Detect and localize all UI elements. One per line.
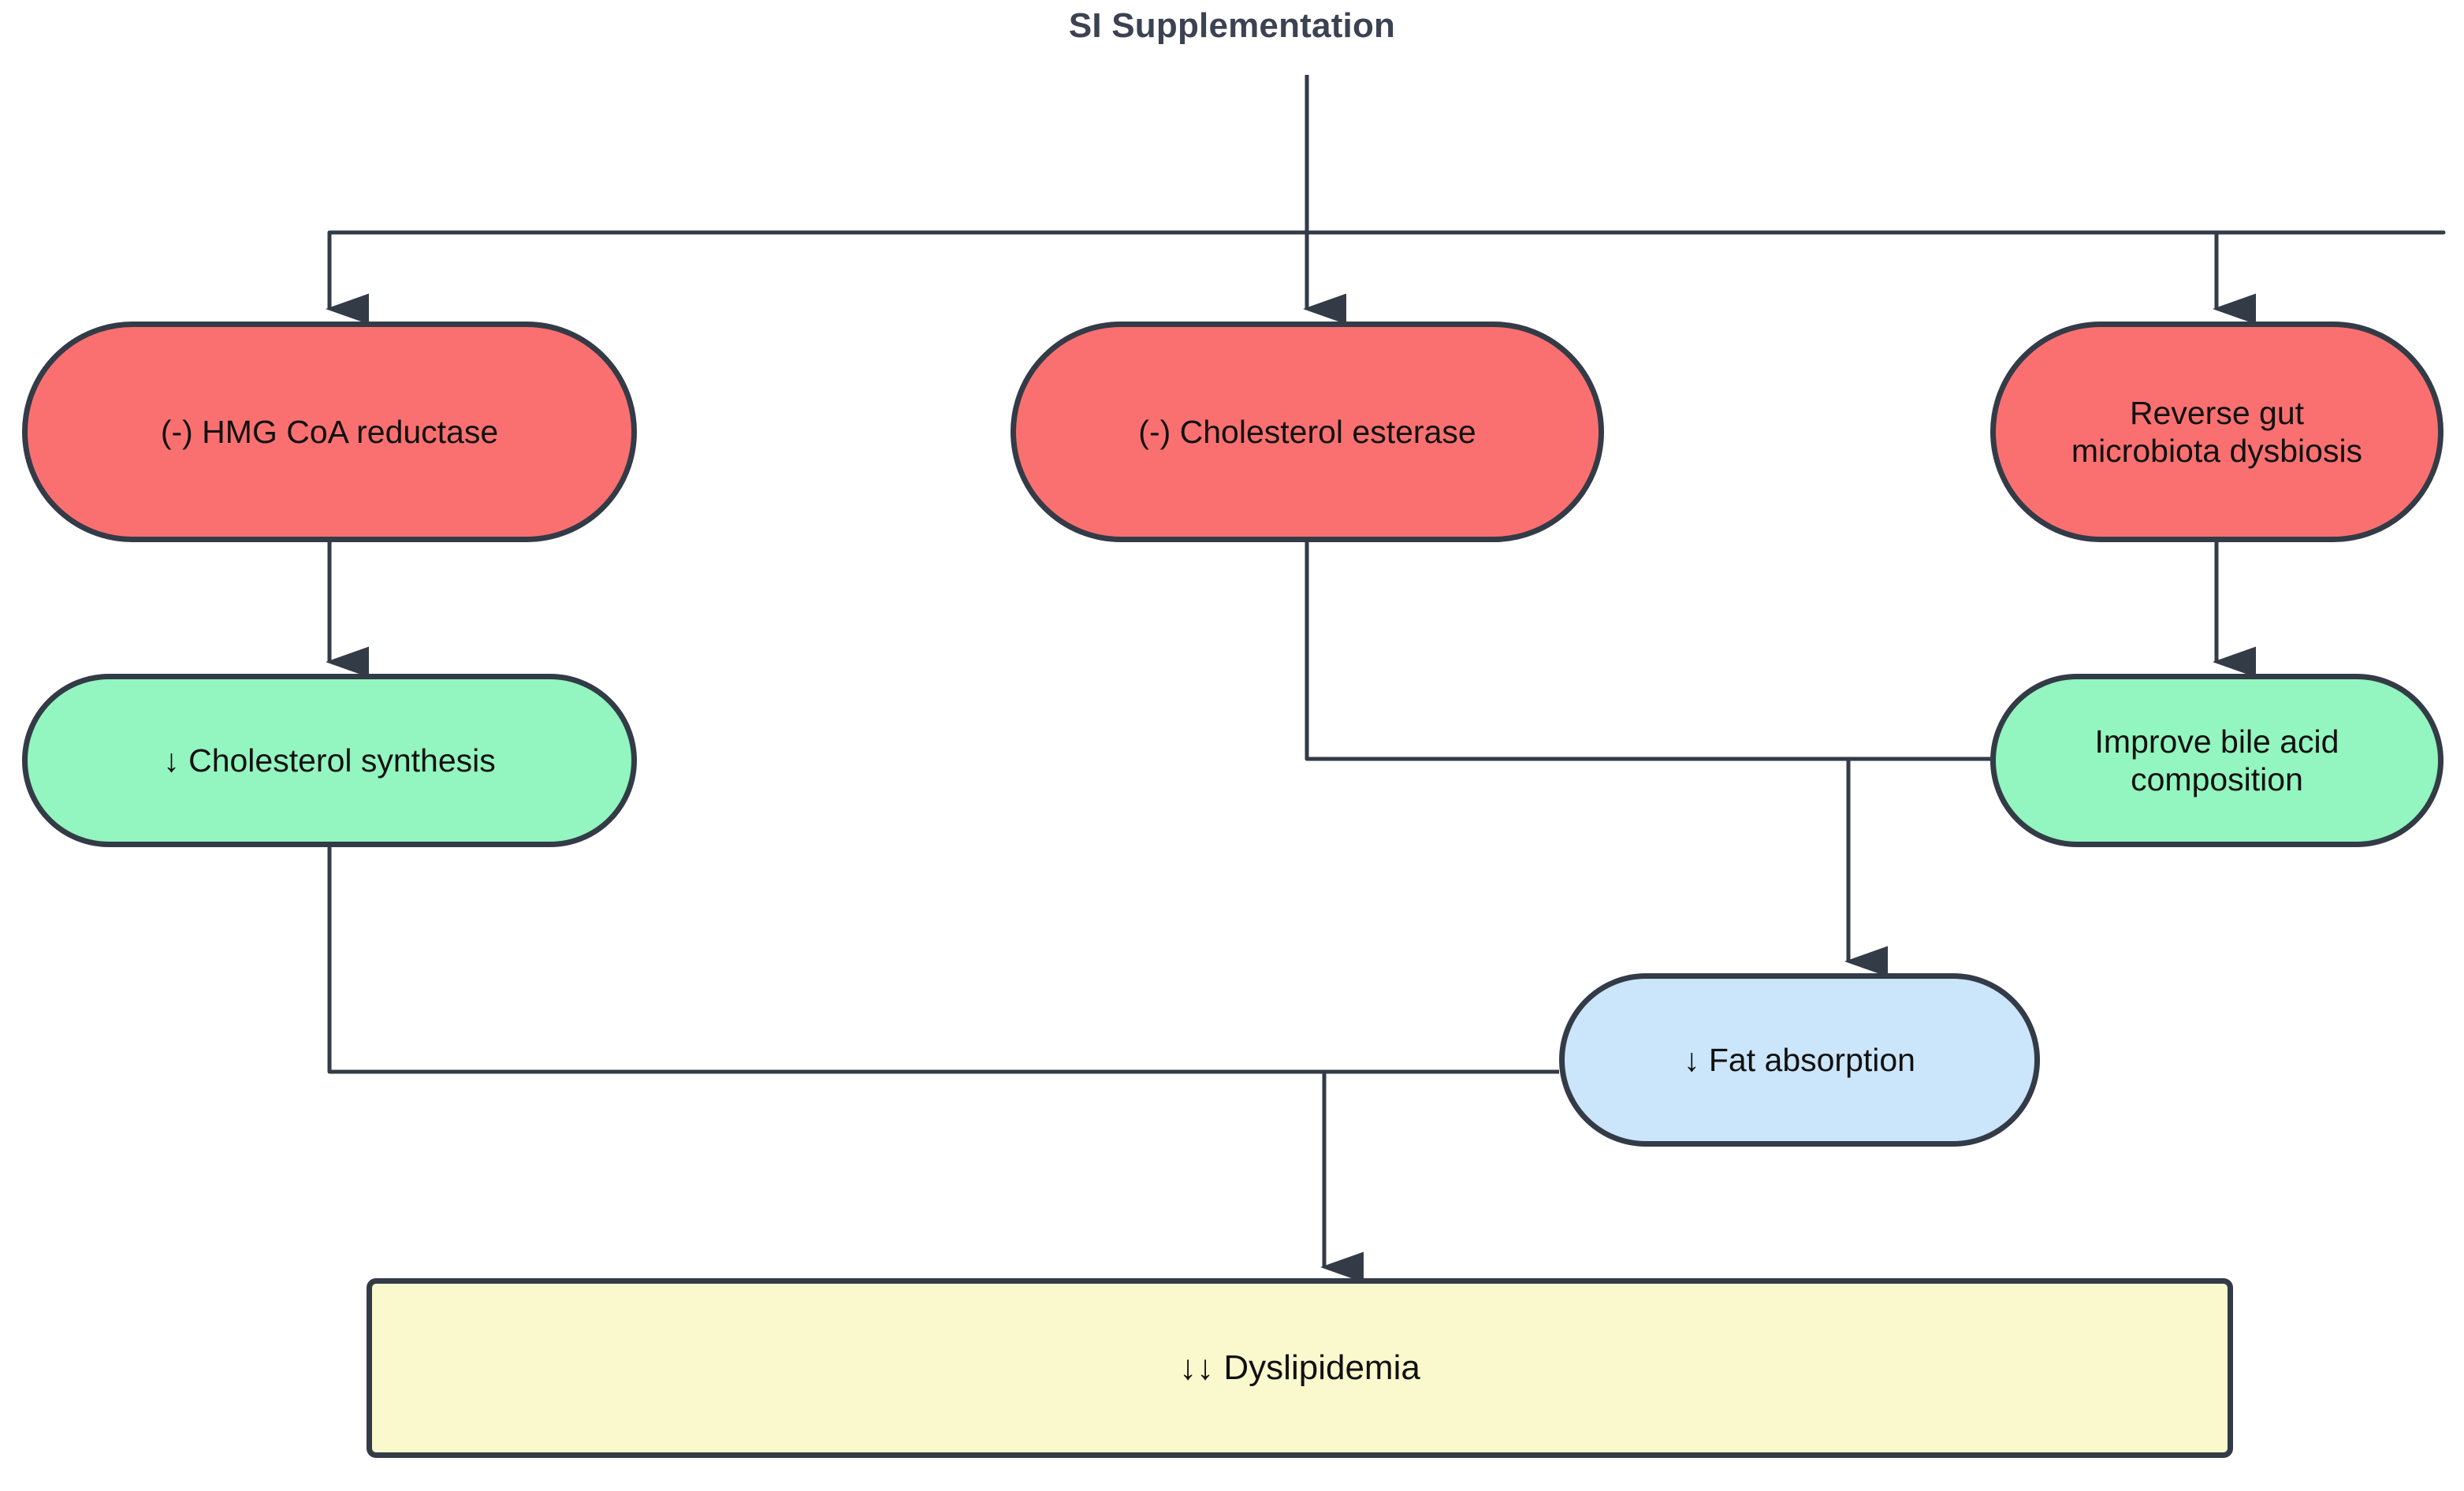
node-label: ↓ Fat absorption bbox=[1684, 1041, 1915, 1078]
node-label-line-1: Reverse gut bbox=[2129, 394, 2305, 431]
node-dyslipidemia[interactable]: ↓↓ Dyslipidemia bbox=[367, 1278, 2233, 1458]
page-title: SI Supplementation bbox=[1068, 6, 1396, 45]
node-improve-bile-acid-composition[interactable]: Improve bile acid composition bbox=[1990, 674, 2444, 847]
node-label: (-) Cholesterol esterase bbox=[1138, 413, 1476, 450]
edge-esterase-to-merge bbox=[1305, 542, 1848, 761]
node-cholesterol-esterase[interactable]: (-) Cholesterol esterase bbox=[1011, 322, 1604, 542]
node-cholesterol-synthesis[interactable]: ↓ Cholesterol synthesis bbox=[22, 674, 637, 847]
node-fat-absorption[interactable]: ↓ Fat absorption bbox=[1559, 973, 2040, 1147]
node-label-line-1: Improve bile acid bbox=[2094, 723, 2339, 760]
edge-cholesterol-synthesis-to-merge bbox=[327, 847, 1324, 1074]
node-label: ↓ Cholesterol synthesis bbox=[163, 742, 496, 779]
node-label-line-2: microbiota dysbiosis bbox=[2071, 433, 2363, 469]
node-label: Improve bile acid composition bbox=[2095, 723, 2339, 799]
node-label: (-) HMG CoA reductase bbox=[160, 413, 499, 450]
node-label: ↓↓ Dyslipidemia bbox=[1179, 1348, 1420, 1388]
node-label: Reverse gut microbiota dysbiosis bbox=[2071, 394, 2362, 470]
node-label-line-2: composition bbox=[2131, 761, 2303, 798]
node-reverse-gut-microbiota-dysbiosis[interactable]: Reverse gut microbiota dysbiosis bbox=[1990, 322, 2444, 542]
node-hmg-coa-reductase[interactable]: (-) HMG CoA reductase bbox=[22, 322, 637, 542]
